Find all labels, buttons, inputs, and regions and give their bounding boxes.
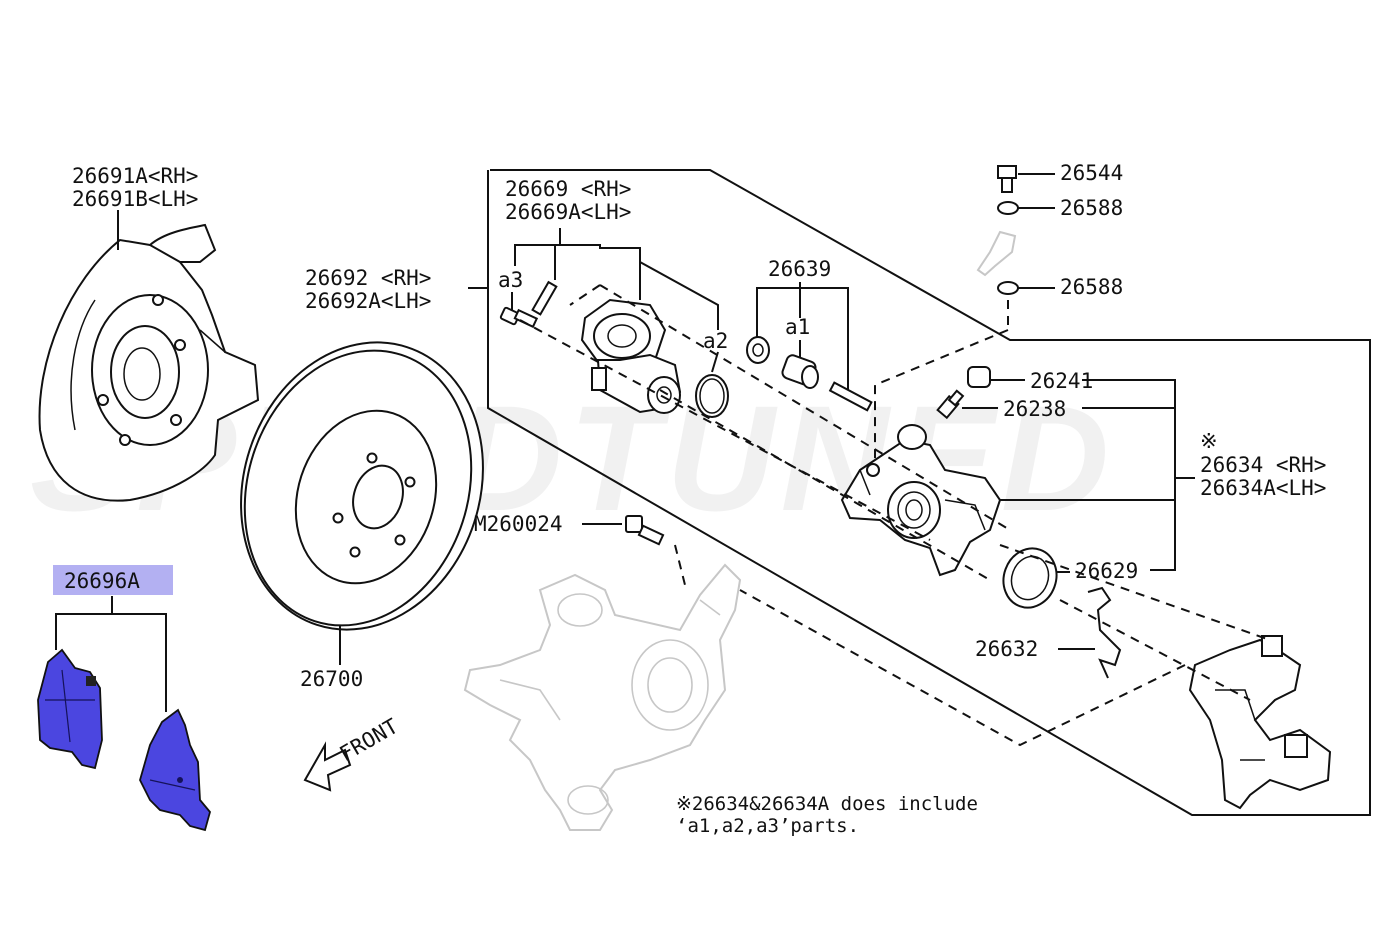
dust-shield	[38, 223, 260, 502]
label-26634a: 26634A<LH>	[1200, 476, 1326, 500]
guide-pin	[828, 381, 873, 412]
o-ring-a2	[695, 374, 729, 418]
label-26669a: 26669A<LH>	[505, 200, 631, 224]
brake-pad-inner	[37, 648, 103, 770]
leader-26669-left	[514, 228, 561, 266]
leader-26639-left	[756, 282, 801, 338]
washer-bottom	[997, 281, 1019, 295]
bolt-a3	[499, 306, 539, 329]
bracket-bolt	[625, 515, 665, 546]
label-26669: 26669 <RH>	[505, 177, 631, 201]
brake-pad-outer	[139, 708, 211, 832]
label-a1: a1	[785, 315, 810, 339]
piston-seal	[1002, 547, 1058, 609]
label-front: FRONT	[336, 714, 403, 767]
label-26588-top: 26588	[1060, 196, 1123, 220]
label-26691b: 26691B<LH>	[72, 187, 198, 211]
footnote-line-1: ※26634&26634A does include	[676, 793, 978, 815]
highlight-label-bg	[53, 565, 173, 595]
assembly-frame	[487, 169, 1371, 816]
label-asterisk: ※	[1200, 429, 1218, 453]
label-26691a: 26691A<RH>	[72, 164, 198, 188]
pin	[531, 280, 558, 316]
label-26238: 26238	[1003, 397, 1066, 421]
footnote-line-2: ‘a1,a2,a3’parts.	[676, 815, 859, 837]
leader-26669-right	[560, 244, 719, 330]
washer-top	[997, 201, 1019, 215]
leader-26639-right	[800, 287, 849, 392]
brake-rotor	[240, 341, 484, 631]
label-a2: a2	[703, 329, 728, 353]
label-26696a: 26696A	[64, 569, 140, 593]
leader-26696a-right	[112, 613, 167, 712]
spring-clip	[1087, 586, 1122, 679]
label-26700: 26700	[300, 667, 363, 691]
steering-knuckle	[463, 563, 742, 831]
front-arrow-icon	[303, 741, 352, 792]
dash-to-caliper	[874, 329, 1009, 460]
label-26544: 26544	[1060, 161, 1123, 185]
label-26692a: 26692A<LH>	[305, 289, 431, 313]
bleeder-cap	[967, 366, 991, 388]
label-m260024: M260024	[474, 512, 563, 536]
bracket-26634	[1082, 379, 1176, 571]
banjo-bolt	[997, 165, 1017, 193]
caliper-bracket	[1188, 635, 1332, 810]
leader-26696a-left	[55, 596, 113, 650]
dashed-guides	[519, 284, 1271, 747]
brake-hose	[976, 230, 1017, 277]
label-26632: 26632	[975, 637, 1038, 661]
label-26588-bottom: 26588	[1060, 275, 1123, 299]
sleeve-a1	[781, 354, 819, 389]
label-26639: 26639	[768, 257, 831, 281]
label-26629: 26629	[1075, 559, 1138, 583]
label-26634: 26634 <RH>	[1200, 453, 1326, 477]
label-a3: a3	[498, 268, 523, 292]
boot	[746, 336, 770, 364]
label-26692: 26692 <RH>	[305, 266, 431, 290]
bleeder-screw	[936, 389, 965, 420]
